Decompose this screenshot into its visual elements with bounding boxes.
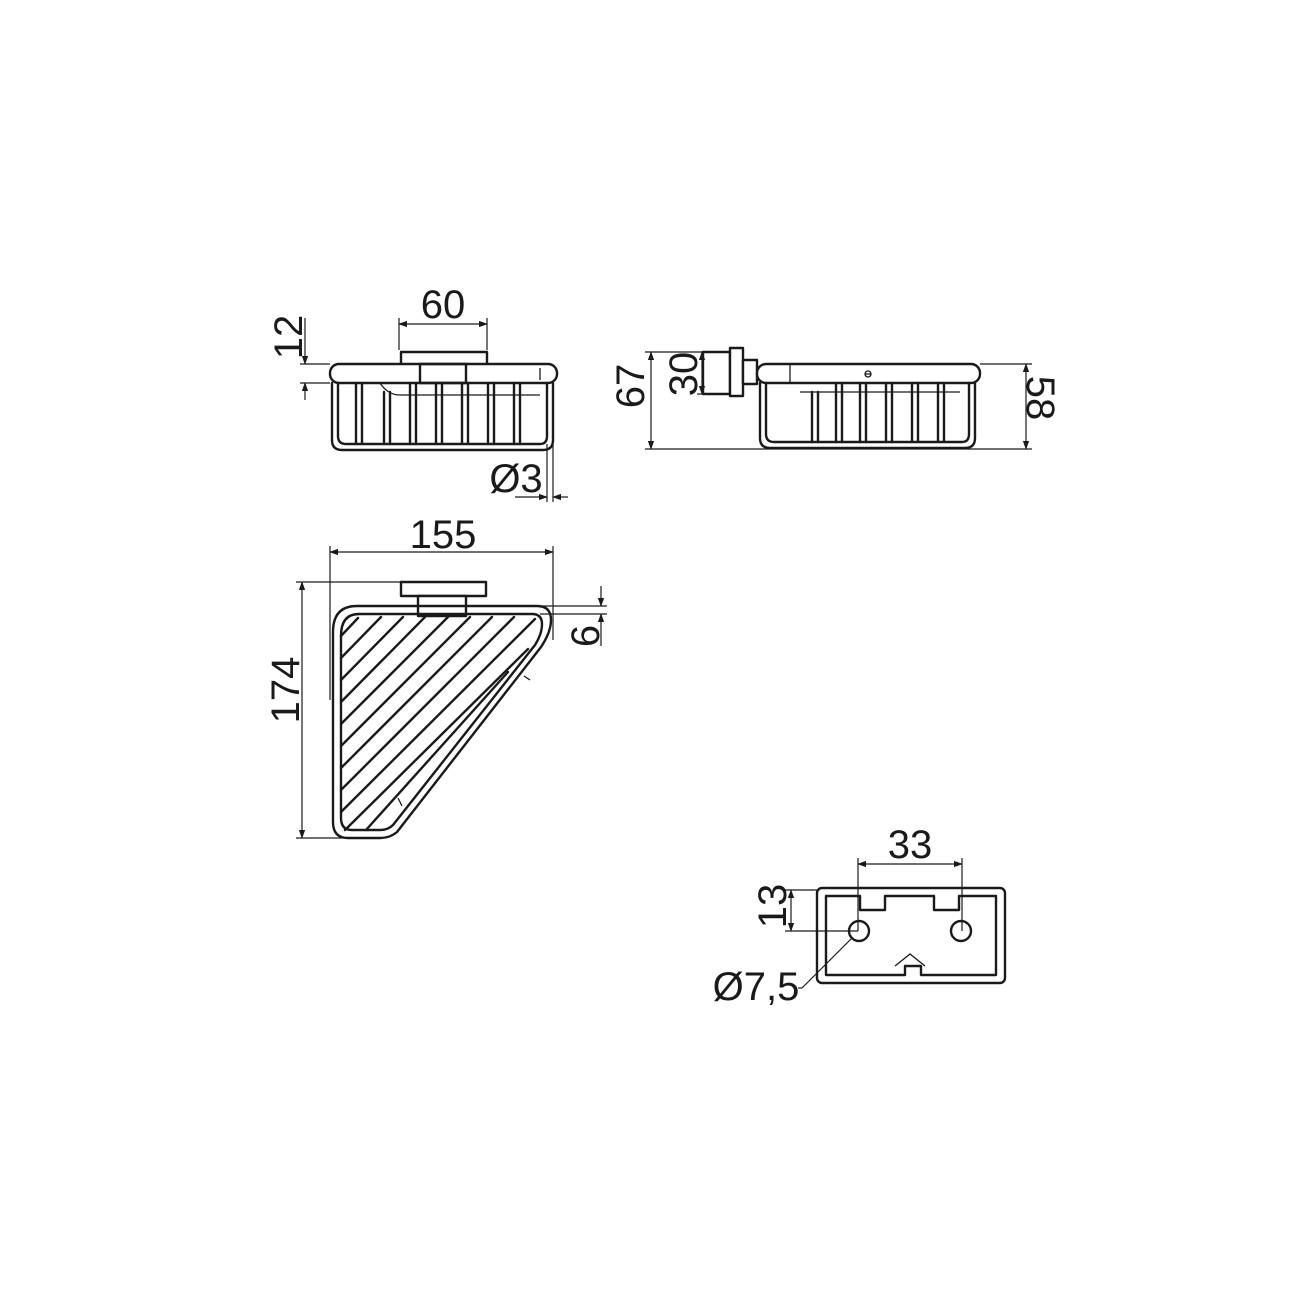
front-width-label: 60 xyxy=(421,283,466,327)
mount-hole-right xyxy=(949,919,973,943)
overall-height-label: 67 xyxy=(609,364,653,409)
bracket-view: 33 13 Ø7,5 xyxy=(713,823,1007,1009)
bracket-plate xyxy=(815,886,1007,985)
mount-height-label: 30 xyxy=(662,352,706,397)
side-view-basket xyxy=(701,346,982,450)
top-depth-label: 174 xyxy=(264,657,308,724)
hole-offset-label: 13 xyxy=(751,884,795,929)
wire-diameter-label: Ø3 xyxy=(489,457,542,501)
side-view-dimensions xyxy=(645,351,1032,450)
top-view-basket xyxy=(331,580,553,840)
front-height-label: 12 xyxy=(267,315,311,360)
front-view-basket xyxy=(328,350,559,452)
top-view-dimensions xyxy=(296,546,607,839)
top-view: 155 174 6 xyxy=(264,513,608,840)
top-offset-label: 6 xyxy=(564,625,608,647)
top-width-label: 155 xyxy=(410,513,477,557)
front-view: 60 12 Ø3 xyxy=(267,283,568,502)
basket-height-label: 58 xyxy=(1018,376,1062,421)
bracket-dimensions xyxy=(785,858,963,989)
hole-diameter-label: Ø7,5 xyxy=(713,965,800,1009)
front-view-dimensions xyxy=(300,318,568,502)
side-view: 67 30 58 xyxy=(609,346,1062,450)
hole-spacing-label: 33 xyxy=(888,823,933,867)
